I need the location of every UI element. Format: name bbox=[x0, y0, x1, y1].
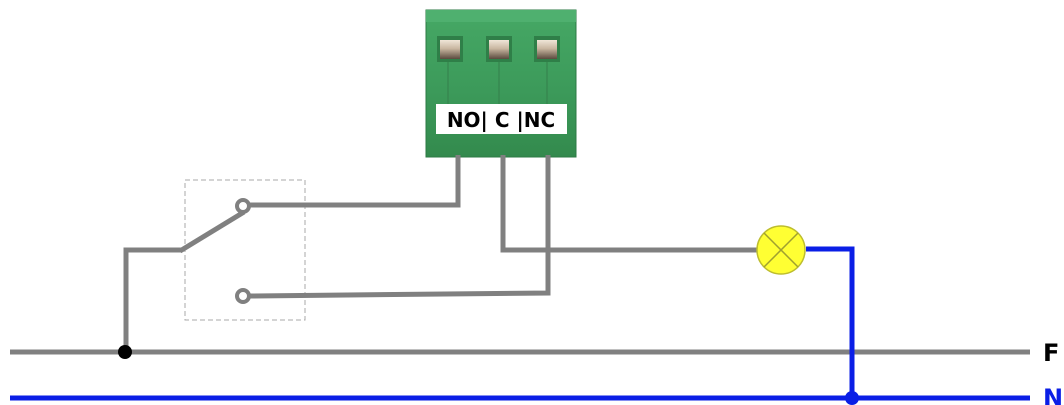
phase-label: F bbox=[1043, 339, 1059, 367]
switch-contact-lower bbox=[235, 288, 251, 304]
neutral-label: N bbox=[1043, 384, 1063, 405]
switch-lever bbox=[178, 209, 246, 254]
terminal-screw-c bbox=[486, 36, 512, 110]
lamp-icon bbox=[756, 225, 806, 275]
terminal-screw-nc bbox=[534, 36, 560, 110]
wire-switch-to-phase bbox=[123, 247, 182, 352]
wire-c-to-lamp bbox=[500, 155, 757, 253]
switch-contact-upper bbox=[235, 198, 251, 214]
phase-junction bbox=[118, 345, 132, 359]
terminal-label-plate bbox=[436, 104, 567, 134]
wire-no-to-switch bbox=[249, 155, 461, 208]
relay-terminal-block: NO| C |NC bbox=[425, 9, 577, 158]
wire-lamp-to-neutral bbox=[806, 246, 855, 397]
wire-nc-to-switch bbox=[248, 155, 551, 299]
terminal-screw-no bbox=[437, 36, 463, 110]
neutral-junction bbox=[845, 391, 859, 405]
terminal-label: NO| C |NC bbox=[447, 108, 555, 132]
